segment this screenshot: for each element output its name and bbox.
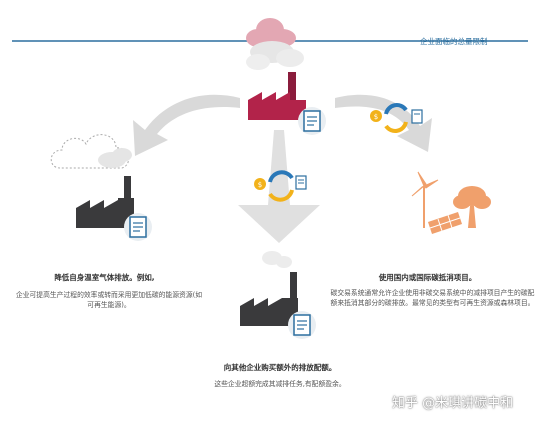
bottom-factory-icon — [240, 272, 298, 326]
tree-icon — [453, 186, 491, 228]
left-document-icon — [124, 213, 152, 241]
right-option-body: 碳交易系统通常允许企业使用非碳交易系统中的减排项目产生的碳配额来抵消其部分的碳排… — [330, 289, 535, 307]
arrow-down-icon — [238, 130, 320, 243]
coin-exchange-icon: $ — [254, 170, 307, 202]
left-factory-icon — [76, 176, 134, 228]
right-option-heading: 使用国内或国际碳抵消项目。 — [378, 273, 477, 282]
arrow-left-icon — [133, 94, 240, 156]
arrow-right-icon — [335, 94, 432, 152]
bottom-smoke-icon — [262, 251, 292, 268]
bottom-option-heading: 向其他企业购买额外的排放配额。 — [223, 363, 337, 372]
left-option-body: 企业可提高生产过程的效率或转而采用更加低碳的能源资源(如可再生能源)。 — [15, 291, 203, 309]
header-title: 企业面临的总量限制 — [420, 37, 488, 46]
dashed-cloud-icon — [50, 134, 130, 169]
bottom-option-body: 这些企业超额完成其减排任务,有配额盈余。 — [214, 380, 346, 388]
coin-exchange-right-icon: $ — [370, 103, 423, 133]
solar-panel-icon — [428, 212, 462, 234]
gray-cloud-icon — [98, 148, 132, 168]
svg-text:$: $ — [258, 181, 262, 189]
left-option-heading: 降低自身温室气体排放。例如, — [54, 273, 155, 282]
watermark-text: 知乎 @米琪讲碳中和 — [392, 396, 514, 411]
top-factory-icon — [248, 72, 306, 120]
svg-text:$: $ — [374, 113, 378, 121]
wind-turbine-icon — [411, 171, 439, 228]
smoke-cloud-icon — [246, 18, 304, 70]
bottom-document-icon — [288, 311, 316, 339]
top-document-icon — [298, 107, 326, 135]
